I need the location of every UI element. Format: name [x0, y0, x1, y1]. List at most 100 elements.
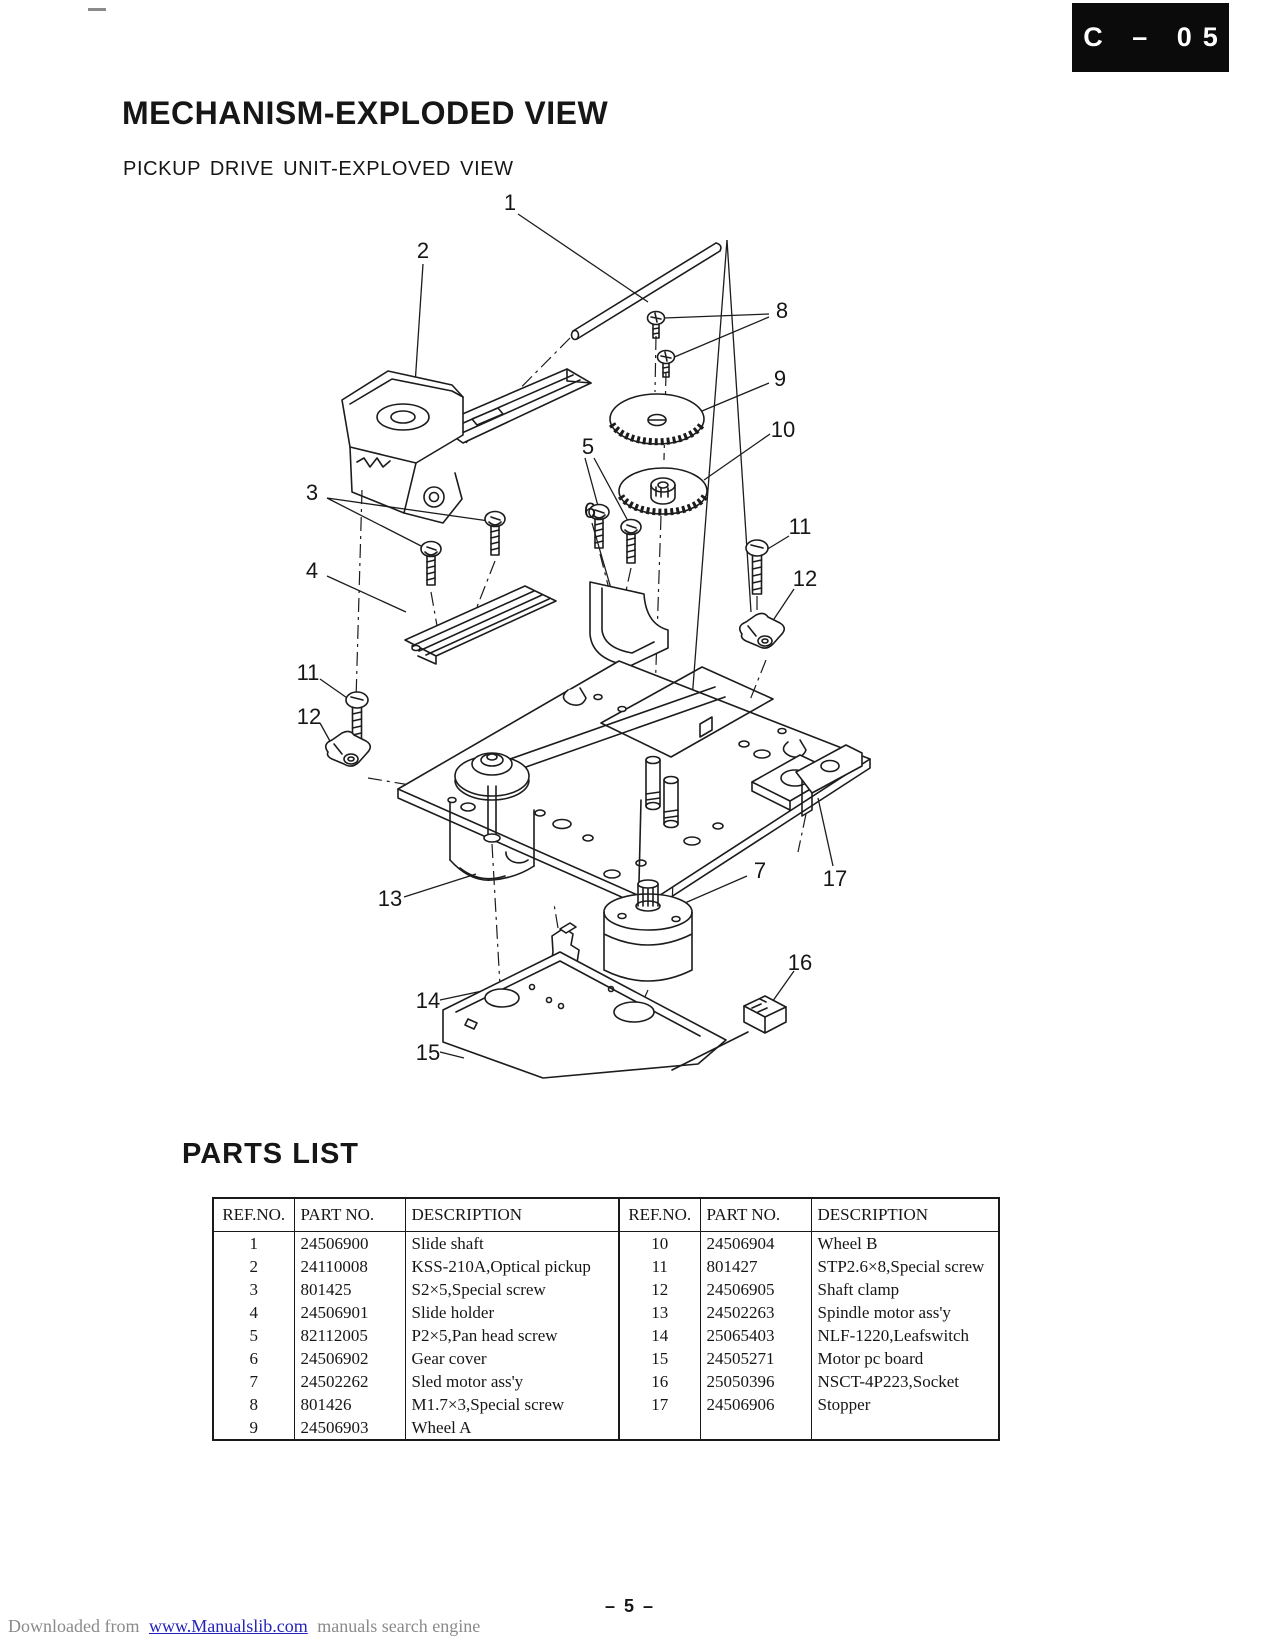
callout-label: 16	[788, 950, 812, 975]
callout-label: 10	[771, 417, 795, 442]
table-cell: Slide holder	[404, 1301, 619, 1324]
callout-label: 17	[823, 866, 847, 891]
part-pan-head-screws-5	[588, 503, 642, 564]
table-cell: 24506906	[699, 1393, 811, 1416]
part-pulley	[454, 752, 530, 843]
callout-label: 12	[297, 704, 321, 729]
callout-label: 15	[416, 1040, 440, 1065]
table-cell: NLF-1220,Leafswitch	[810, 1324, 999, 1347]
table-cell: 2	[249, 1256, 259, 1276]
table-cell: Sled motor ass'y	[404, 1370, 619, 1393]
column-header-desc: DESCRIPTION	[810, 1198, 999, 1232]
table-cell: 12	[651, 1279, 669, 1299]
table-cell: 24506903	[293, 1416, 405, 1440]
table-cell: M1.7×3,Special screw	[404, 1393, 619, 1416]
table-cell: 5	[249, 1325, 259, 1345]
table-cell: 801426	[293, 1393, 405, 1416]
column-header-part: PART NO.	[699, 1198, 811, 1232]
fold-mark	[88, 8, 106, 11]
table-cell: 25065403	[699, 1324, 811, 1347]
table-cell	[699, 1416, 811, 1440]
table-cell	[619, 1416, 700, 1440]
part-sled-motor	[603, 799, 693, 982]
column-header-part: PART NO.	[293, 1198, 405, 1232]
table-cell: NSCT-4P223,Socket	[810, 1370, 999, 1393]
part-gear-cover	[589, 581, 669, 667]
table-cell: 24110008	[293, 1255, 405, 1278]
part-slide-shaft	[570, 242, 722, 341]
table-cell: 13	[651, 1302, 669, 1322]
table-cell: 14	[651, 1325, 669, 1345]
table-cell: 16	[651, 1371, 669, 1391]
column-header-ref: REF.NO.	[213, 1198, 294, 1232]
table-cell: 10	[651, 1233, 669, 1253]
callout-label: 12	[793, 566, 817, 591]
callout-label: 3	[306, 480, 318, 505]
column-header-ref: REF.NO.	[619, 1198, 700, 1232]
table-cell: 4	[249, 1302, 259, 1322]
table-cell: 3	[249, 1279, 259, 1299]
callout-label: 6	[584, 498, 596, 523]
part-shaft-clamp-left	[324, 730, 372, 767]
table-cell: 7	[249, 1371, 259, 1391]
table-cell: Spindle motor ass'y	[810, 1301, 999, 1324]
part-optical-pickup	[341, 368, 592, 524]
callout-label: 7	[754, 858, 766, 883]
page-title: MECHANISM-EXPLODED VIEW	[122, 95, 609, 131]
table-cell: 6	[249, 1348, 259, 1368]
footer-suffix: manuals search engine	[317, 1616, 481, 1636]
part-shaft-clamp-right	[738, 612, 786, 649]
callout-label: 5	[582, 434, 594, 459]
callout-labels: 1 2 3 4 5 6 7 8 9 10 11 12 11 12 13 14 1…	[297, 190, 848, 1065]
table-cell: 8	[249, 1394, 259, 1414]
table-cell: 801427	[699, 1255, 811, 1278]
table-cell: 24506905	[699, 1278, 811, 1301]
table-cell: STP2.6×8,Special screw	[810, 1255, 999, 1278]
table-cell: P2×5,Pan head screw	[404, 1324, 619, 1347]
table-cell	[810, 1416, 999, 1440]
table-cell: Slide shaft	[404, 1231, 619, 1255]
footer: Downloaded from www.Manualslib.com manua…	[8, 1616, 480, 1637]
part-special-screws-3	[420, 510, 506, 586]
table-cell: Wheel A	[404, 1416, 619, 1440]
callout-label: 11	[789, 514, 812, 539]
part-special-screws-8	[646, 310, 676, 378]
part-stopper	[751, 744, 863, 817]
table-cell: KSS-210A,Optical pickup	[404, 1255, 619, 1278]
part-wheel-b	[617, 467, 709, 516]
callout-label: 2	[417, 238, 429, 263]
table-cell: 801425	[293, 1278, 405, 1301]
table-cell: 82112005	[293, 1324, 405, 1347]
part-spindle-motor	[449, 801, 535, 881]
parts-list-heading: PARTS LIST	[182, 1138, 360, 1170]
table-cell: 24506902	[293, 1347, 405, 1370]
part-socket	[671, 995, 787, 1071]
table-cell: Shaft clamp	[810, 1278, 999, 1301]
diagram-subtitle: PICKUP DRIVE UNIT-EXPLOVED VIEW	[123, 158, 514, 180]
table-cell: Gear cover	[404, 1347, 619, 1370]
table-cell: Motor pc board	[810, 1347, 999, 1370]
callout-label: 1	[504, 190, 516, 215]
part-standoff-posts	[645, 755, 679, 829]
footer-prefix: Downloaded from	[8, 1616, 140, 1636]
table-cell: 1	[249, 1233, 259, 1253]
callout-label: 9	[774, 366, 786, 391]
manualslib-link[interactable]: www.Manualslib.com	[148, 1616, 308, 1636]
table-cell: 17	[651, 1394, 669, 1414]
